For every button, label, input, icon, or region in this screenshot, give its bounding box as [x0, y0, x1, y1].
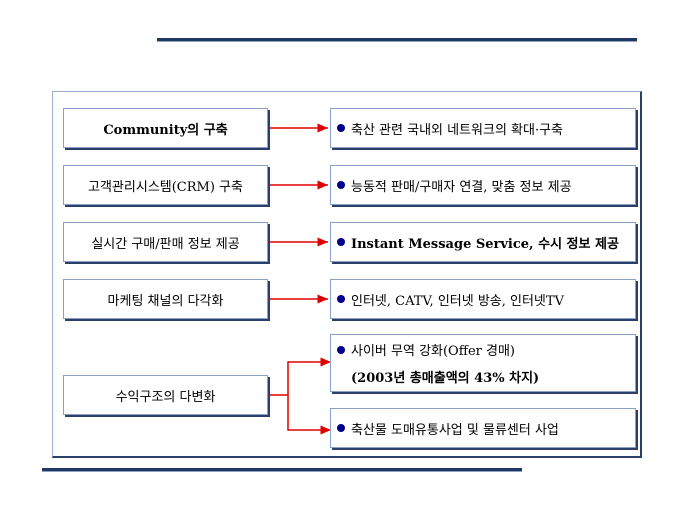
bullet-icon [337, 124, 345, 132]
bullet-icon [337, 181, 345, 189]
right-box-5: 사이버 무역 강화(Offer 경매) (2003년 총매출액의 43% 차지) [330, 334, 636, 392]
bullet-icon [337, 345, 345, 354]
bottom-rule [42, 468, 522, 472]
bullet-icon [337, 238, 345, 246]
left-box-1: Community의 구축 [63, 108, 268, 148]
arrow-5a [268, 357, 331, 396]
left-box-5: 수익구조의 다변화 [63, 375, 268, 415]
right-box-1: 축산 관련 국내외 네트워크의 확대·구축 [330, 108, 636, 148]
right-box-6: 축산물 도매유통사업 및 물류센터 사업 [330, 408, 636, 448]
left-box-3: 실시간 구매/판매 정보 제공 [63, 222, 268, 262]
bullet-icon [337, 424, 345, 432]
right-box-2: 능동적 판매/구매자 연결, 맞춤 정보 제공 [330, 165, 636, 205]
bullet-icon [337, 295, 345, 303]
arrow-5b [287, 395, 331, 435]
right-box-4: 인터넷, CATV, 인터넷 방송, 인터넷TV [330, 279, 636, 319]
left-box-4: 마케팅 채널의 다각화 [63, 279, 268, 319]
left-box-2: 고객관리시스템(CRM) 구축 [63, 165, 268, 205]
top-rule [157, 38, 637, 42]
diagram-frame [52, 91, 642, 458]
right-box-3: Instant Message Service, 수시 정보 제공 [330, 222, 636, 262]
